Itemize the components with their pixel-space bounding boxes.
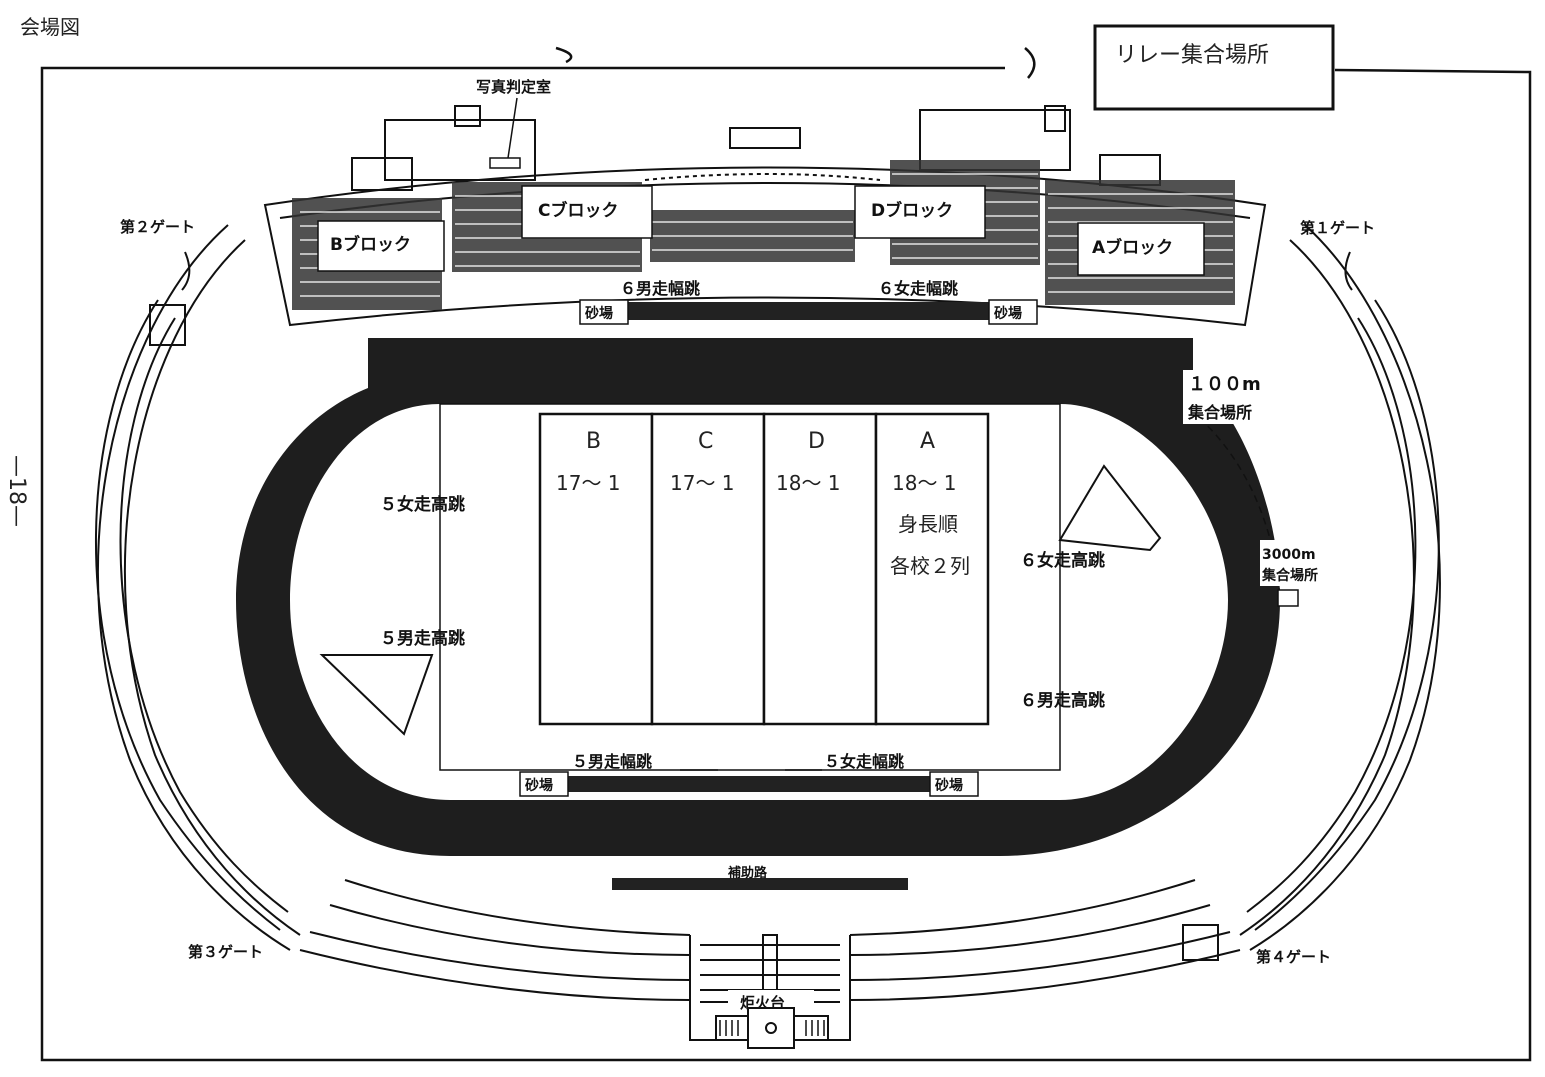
seating-labels: B 17～ 1 C 17～ 1 D 18～ 1 A 18～ 1 身長順 各校２列 — [556, 429, 970, 578]
seat-note-height-order: 身長順 — [898, 512, 958, 536]
torch-area: 炬火台 — [700, 990, 840, 1049]
lower-strip — [612, 878, 908, 890]
seat-col-d-letter: D — [808, 429, 825, 454]
hj-area-right — [1058, 464, 1162, 552]
sandpit-lower-right: 砂場 — [929, 771, 979, 797]
event-hj5m: ５男走高跳 — [380, 628, 465, 649]
relay-assembly-box: リレー集合場所 — [1093, 24, 1335, 111]
seat-note-two-rows: 各校２列 — [890, 554, 970, 578]
photo-room-label: 写真判定室 — [476, 78, 551, 96]
event-hj6w: ６女走高跳 — [1020, 550, 1105, 571]
event-lj5w: ５女走幅跳 — [824, 752, 904, 771]
svg-text:Dブロック: Dブロック — [871, 200, 953, 221]
seat-col-b-letter: B — [586, 429, 601, 454]
seat-col-c-letter: C — [698, 429, 713, 454]
svg-text:１００m: １００m — [1188, 374, 1261, 395]
assembly-100m: １００m 集合場所 — [1183, 370, 1275, 424]
svg-text:3000m: 3000m — [1262, 547, 1316, 563]
map-title: 会場図 — [20, 15, 80, 39]
block-d: Dブロック — [854, 185, 986, 239]
sandpit-lower-left: 砂場 — [519, 771, 569, 797]
gate-3: 第３ゲート — [188, 943, 263, 961]
seat-col-b-range: 17～ 1 — [556, 471, 621, 495]
event-hj5w: ５女走高跳 — [380, 494, 465, 515]
lj-runway-lower — [568, 776, 930, 792]
page-number: —18— — [4, 455, 29, 527]
svg-text:砂場: 砂場 — [993, 305, 1022, 322]
hj-area-left — [319, 654, 434, 736]
sandpit-upper-left: 砂場 — [579, 299, 629, 325]
event-hj6m: ６男走高跳 — [1020, 690, 1105, 711]
running-track — [236, 338, 1280, 856]
svg-text:Cブロック: Cブロック — [538, 200, 618, 221]
svg-text:集合場所: 集合場所 — [1261, 567, 1318, 584]
seat-col-d-range: 18～ 1 — [776, 471, 841, 495]
svg-text:砂場: 砂場 — [524, 777, 553, 794]
svg-text:Bブロック: Bブロック — [330, 234, 411, 255]
event-lj5m: ５男走幅跳 — [572, 752, 652, 771]
gate-1: 第１ゲート — [1300, 219, 1375, 237]
outer-frame — [40, 66, 1532, 1062]
svg-text:集合場所: 集合場所 — [1187, 403, 1252, 422]
block-a: Aブロック — [1077, 222, 1205, 276]
svg-text:砂場: 砂場 — [934, 777, 963, 794]
gate-4: 第４ゲート — [1256, 948, 1331, 966]
relay-assembly-label: リレー集合場所 — [1115, 43, 1269, 68]
event-lj6w: ６女走幅跳 — [878, 279, 958, 298]
outer-stands — [95, 224, 1441, 1041]
infield-outline — [439, 403, 1061, 771]
block-b: Bブロック — [317, 220, 445, 272]
assembly-3000m: 3000m 集合場所 — [1260, 540, 1332, 607]
seat-col-a-range: 18～ 1 — [892, 471, 957, 495]
block-c: Cブロック — [521, 185, 653, 239]
lower-strip-label: 補助路 — [727, 865, 768, 881]
event-lj6m: ６男走幅跳 — [620, 279, 700, 298]
gate-2: 第２ゲート — [120, 218, 195, 236]
lj-runway-upper — [627, 302, 989, 320]
seating-grid — [538, 412, 990, 726]
seat-col-a-letter: A — [920, 429, 935, 454]
svg-text:Aブロック: Aブロック — [1092, 237, 1173, 258]
sandpit-upper-right: 砂場 — [988, 299, 1038, 325]
svg-text:砂場: 砂場 — [584, 305, 613, 322]
seat-col-c-range: 17～ 1 — [670, 471, 735, 495]
